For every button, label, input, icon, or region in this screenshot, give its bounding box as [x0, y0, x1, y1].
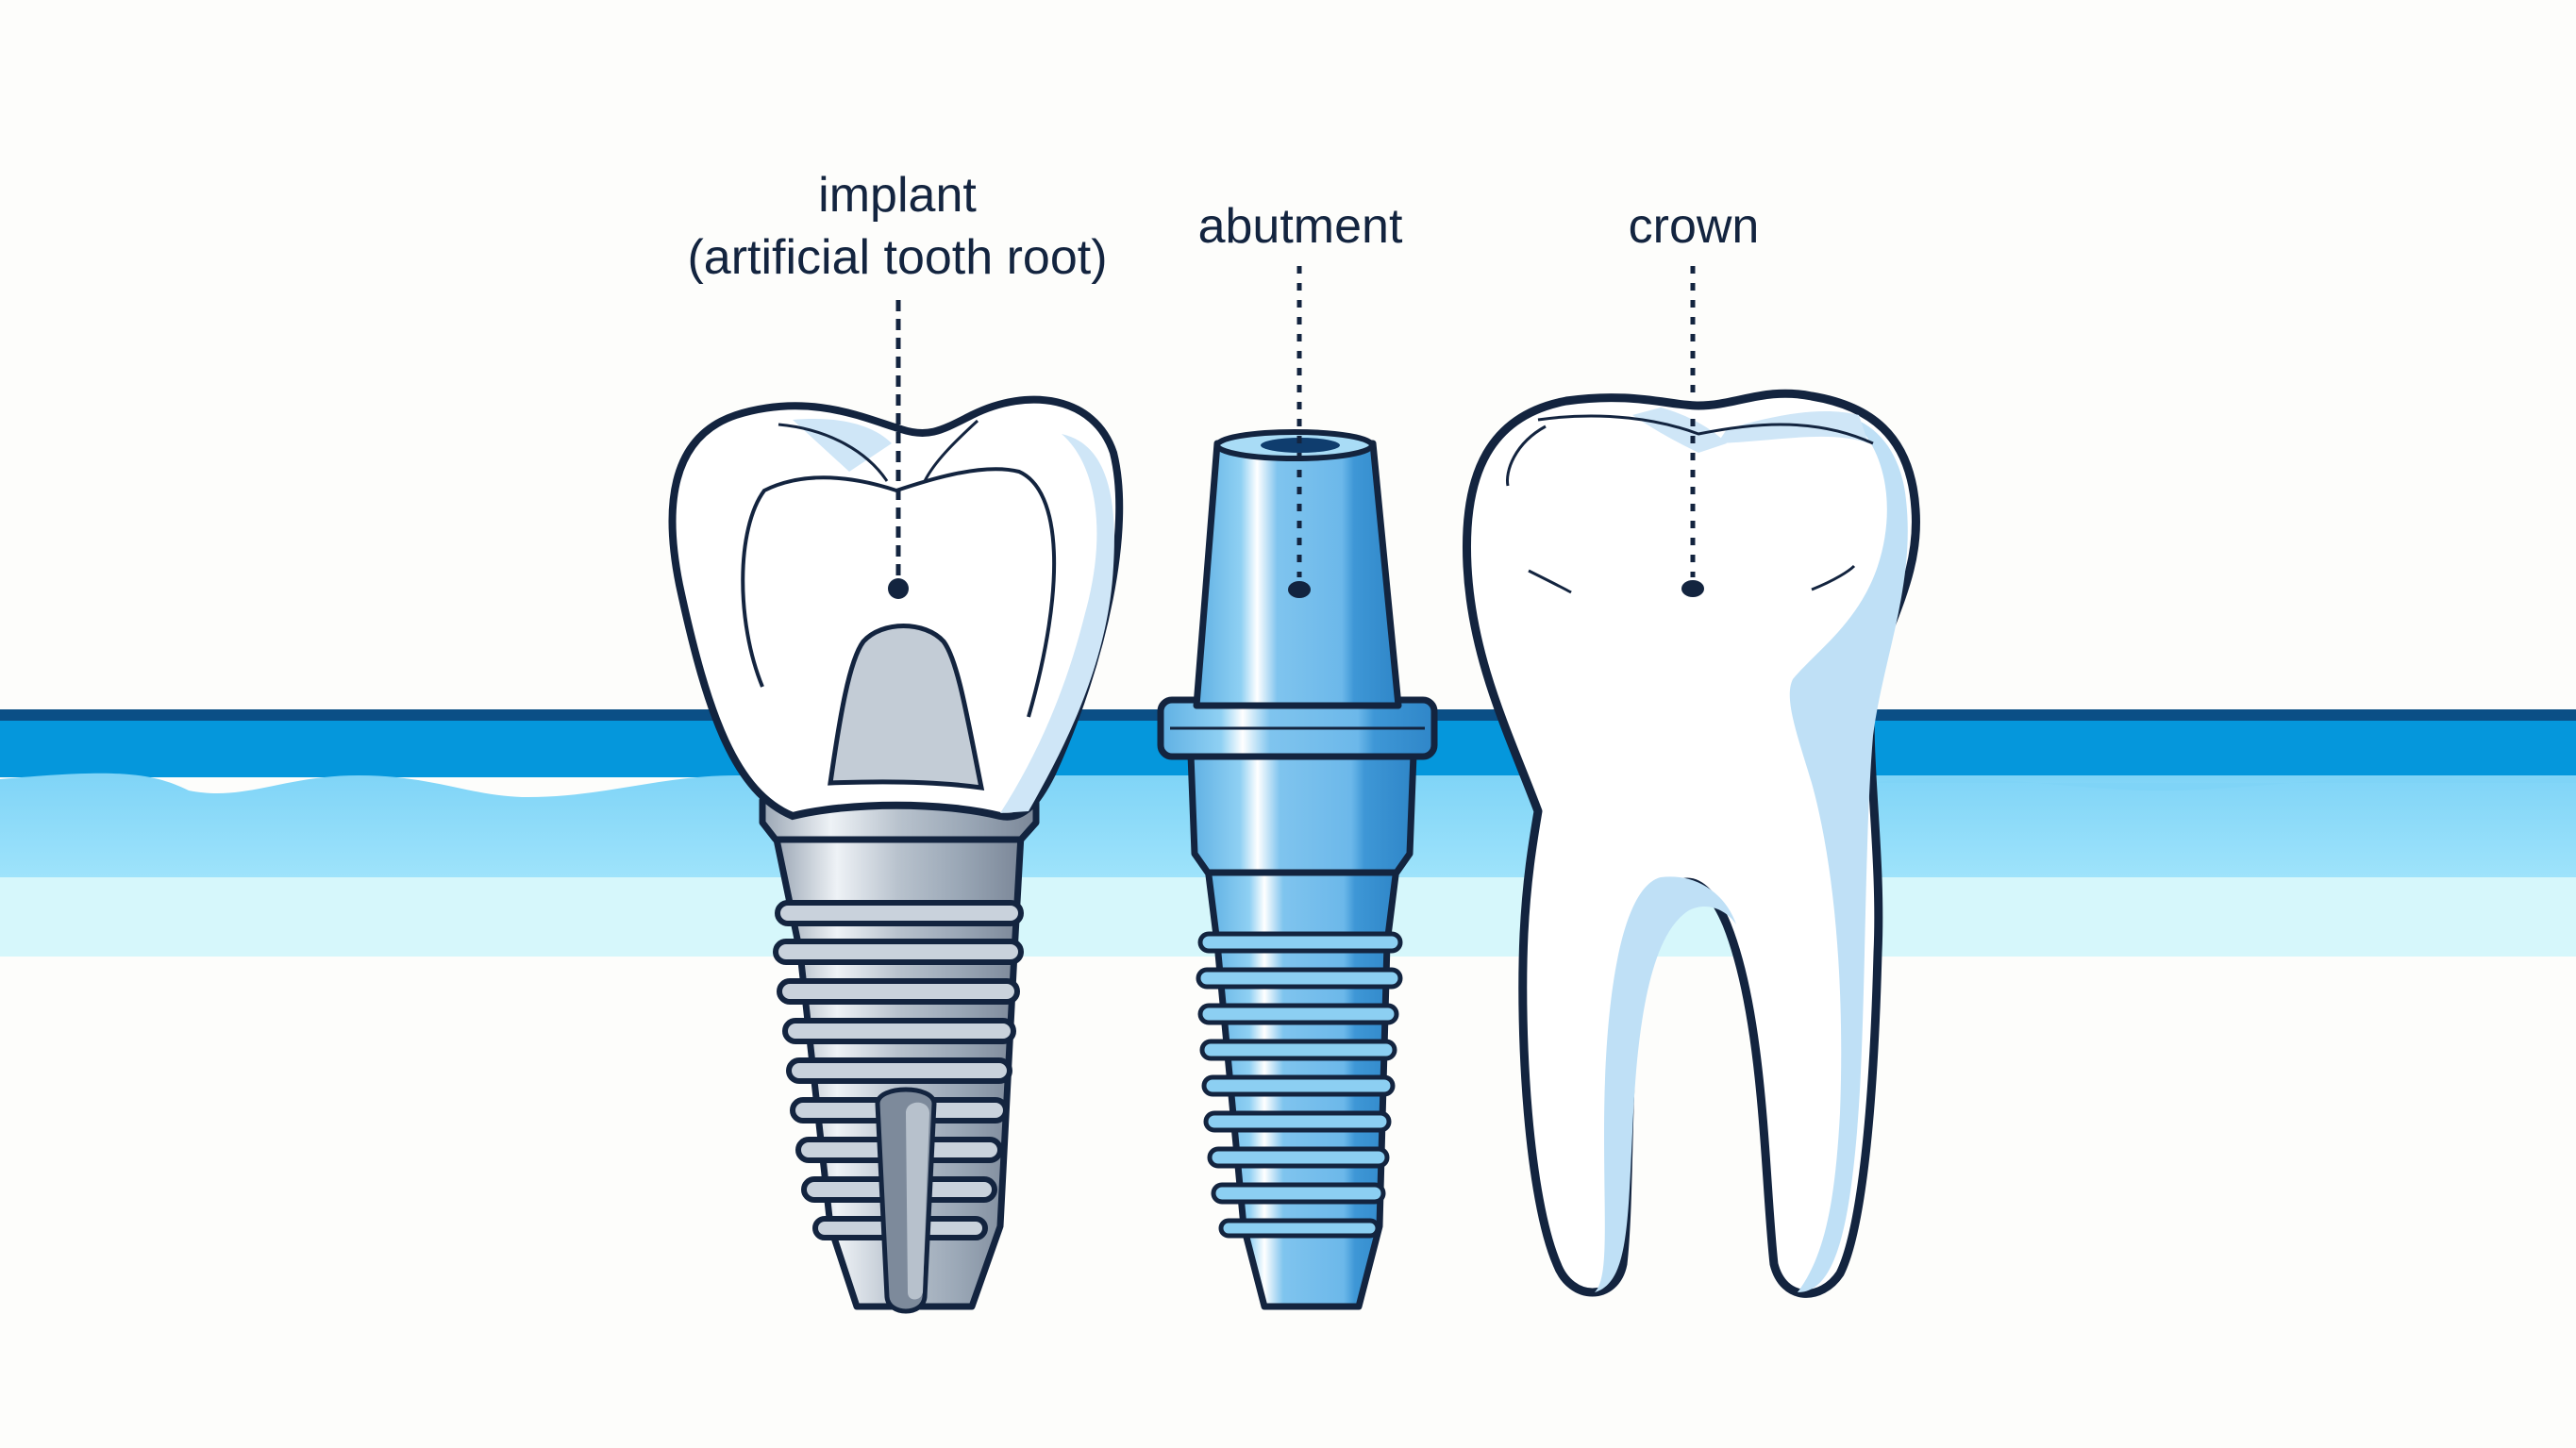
- abutment-label: abutment: [1197, 199, 1403, 254]
- crown-illustration: [1462, 389, 1920, 1298]
- crown-label: crown: [1628, 199, 1760, 254]
- crown-leader-dot: [1681, 580, 1704, 597]
- abutment-leader-dot: [1288, 581, 1311, 598]
- implant-label: implant (artificial tooth root): [687, 164, 1107, 289]
- abutment-illustration: [1157, 429, 1438, 1310]
- implant-illustration: [668, 395, 1124, 1314]
- implant-label-subtitle: (artificial tooth root): [687, 230, 1108, 285]
- implant-label-title: implant: [818, 168, 977, 223]
- implant-leader-dot: [888, 578, 909, 599]
